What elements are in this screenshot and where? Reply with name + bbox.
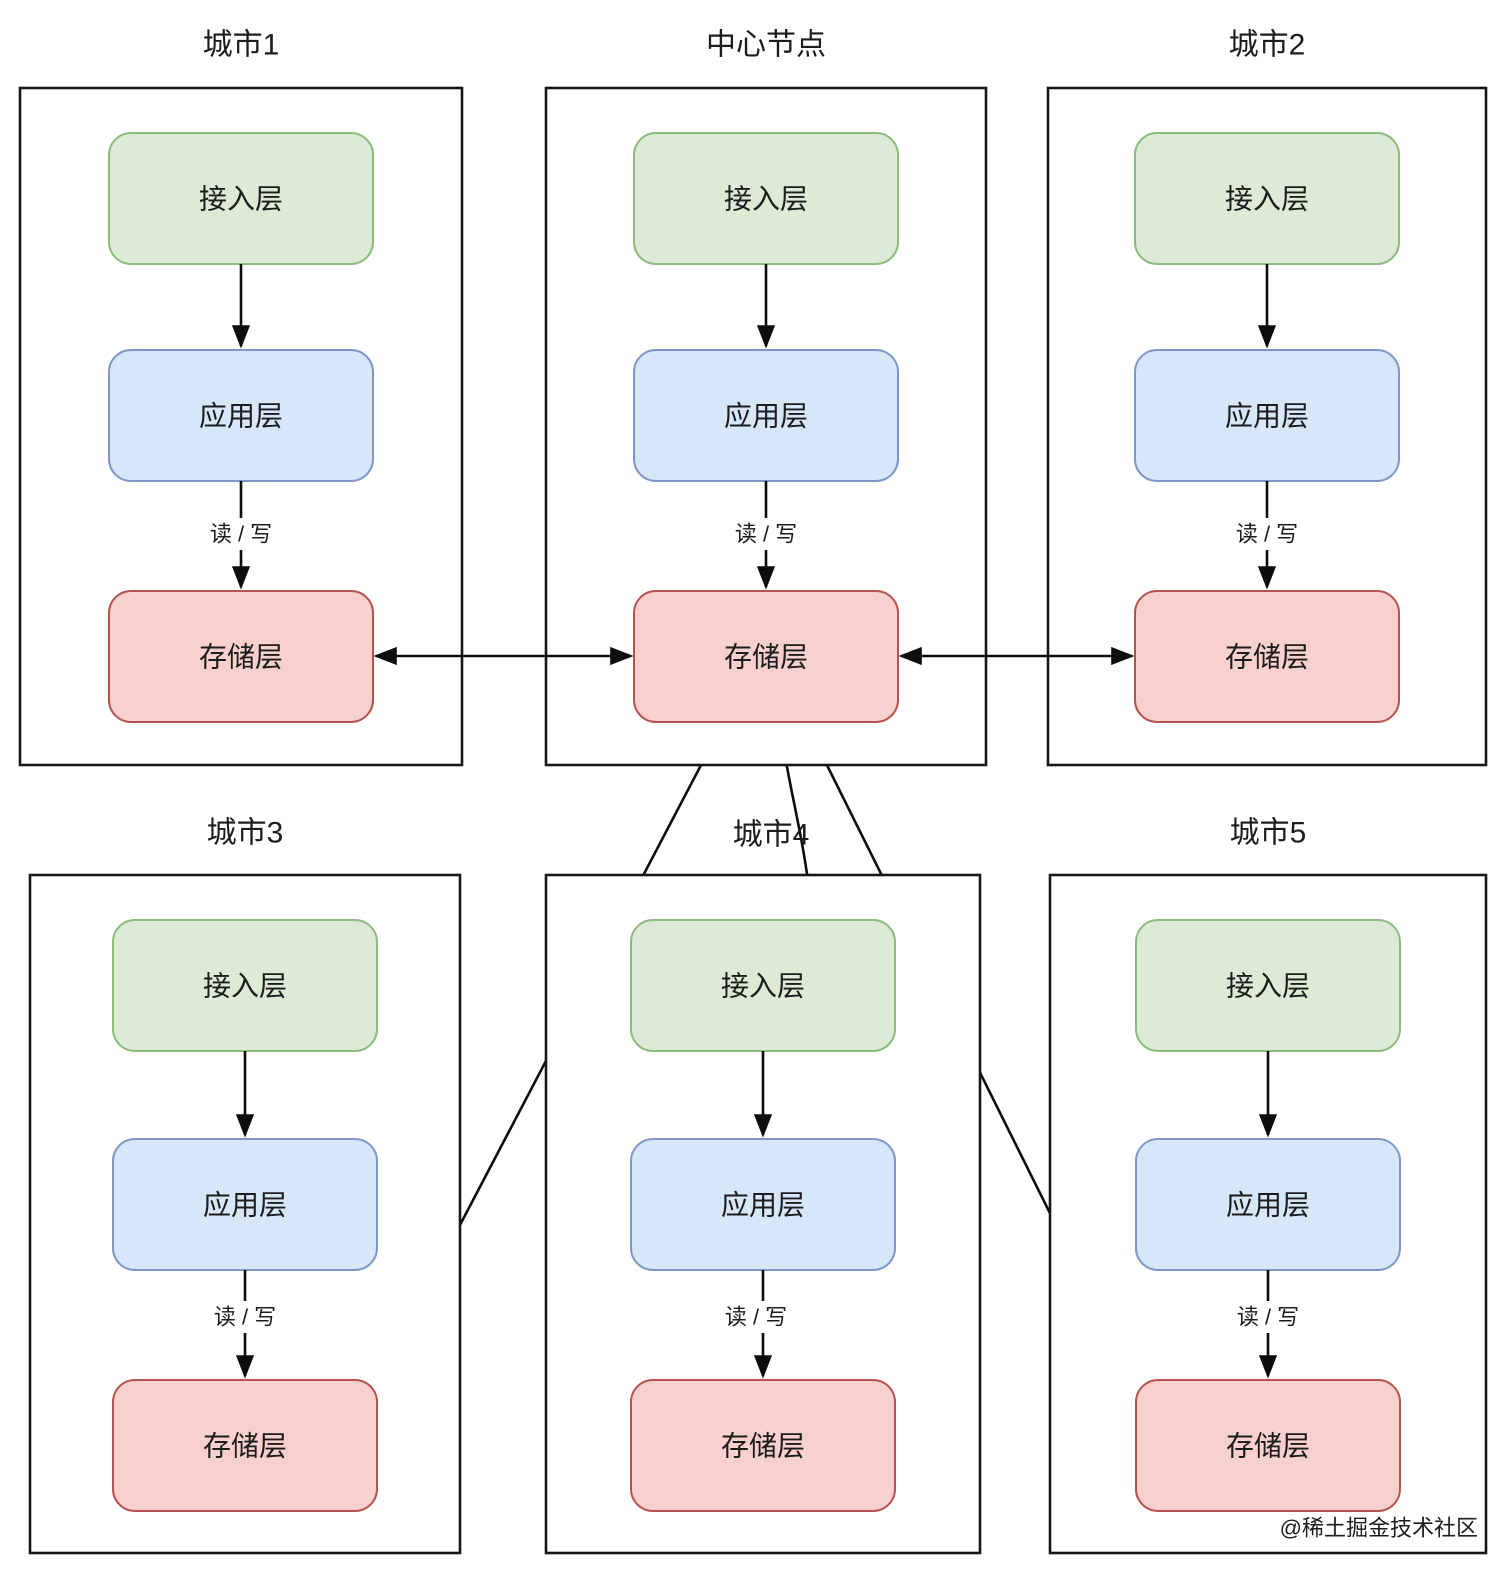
city4-readwrite-label-bg (708, 1301, 804, 1333)
city3-storage-box (112, 1379, 378, 1512)
city1-readwrite-label: 读 / 写 (210, 522, 272, 547)
city1-storage-label: 存储层 (199, 642, 283, 673)
city1-storage-box (108, 590, 374, 723)
center-app-label: 应用层 (724, 401, 808, 432)
city4-access-label: 接入层 (721, 971, 805, 1002)
city5-app-label: 应用层 (1226, 1190, 1310, 1221)
center-readwrite-label: 读 / 写 (735, 522, 797, 547)
panel-city2-title: 城市2 (1229, 29, 1306, 62)
center-storage-box (633, 590, 899, 723)
panel-city5-title: 城市5 (1230, 817, 1307, 850)
center-readwrite-label-bg (711, 518, 821, 550)
city3-app-label: 应用层 (203, 1190, 287, 1221)
city5-readwrite-label-bg (1213, 1301, 1323, 1333)
panel-city2: 城市2 接入层 应用层 读 / 写 存储层 (1046, 29, 1488, 767)
panel-city3-title: 城市3 (207, 817, 284, 850)
city4-storage-box (630, 1379, 896, 1512)
panel-city4-title: 城市4 (733, 819, 810, 852)
city3-access-label: 接入层 (203, 971, 287, 1002)
panel-city3: 城市3 接入层 应用层 读 / 写 存储层 (28, 817, 462, 1555)
city3-readwrite-label-bg (190, 1301, 300, 1333)
city4-storage-label: 存储层 (721, 1431, 805, 1462)
watermark-text: @稀土掘金技术社区 (1280, 1516, 1478, 1541)
city4-app-label: 应用层 (721, 1190, 805, 1221)
city5-storage-box (1135, 1379, 1401, 1512)
panel-city1: 城市1 接入层 应用层 读 / 写 存储层 (18, 29, 464, 767)
center-access-label: 接入层 (724, 184, 808, 215)
panel-city4: 城市4 接入层 应用层 读 / 写 存储层 (544, 819, 982, 1555)
city3-readwrite-label: 读 / 写 (214, 1305, 276, 1330)
city2-readwrite-label-bg (1212, 518, 1322, 550)
city2-access-label: 接入层 (1225, 184, 1309, 215)
city5-access-label: 接入层 (1226, 971, 1310, 1002)
city5-storage-label: 存储层 (1226, 1431, 1310, 1462)
panel-city1-title: 城市1 (203, 29, 280, 62)
city5-readwrite-label: 读 / 写 (1237, 1305, 1299, 1330)
center-storage-label: 存储层 (724, 642, 808, 673)
panel-center: 中心节点 接入层 应用层 读 / 写 存储层 (544, 29, 988, 767)
city2-storage-label: 存储层 (1225, 642, 1309, 673)
panel-city5: 城市5 接入层 应用层 读 / 写 存储层 (1048, 817, 1488, 1555)
city1-access-label: 接入层 (199, 184, 283, 215)
city1-readwrite-label-bg (186, 518, 296, 550)
panel-center-title: 中心节点 (706, 29, 826, 62)
city2-storage-box (1134, 590, 1400, 723)
city3-storage-label: 存储层 (203, 1431, 287, 1462)
city2-readwrite-label: 读 / 写 (1236, 522, 1298, 547)
city4-readwrite-label: 读 / 写 (725, 1305, 787, 1330)
city2-app-label: 应用层 (1225, 401, 1309, 432)
city1-app-label: 应用层 (199, 401, 283, 432)
